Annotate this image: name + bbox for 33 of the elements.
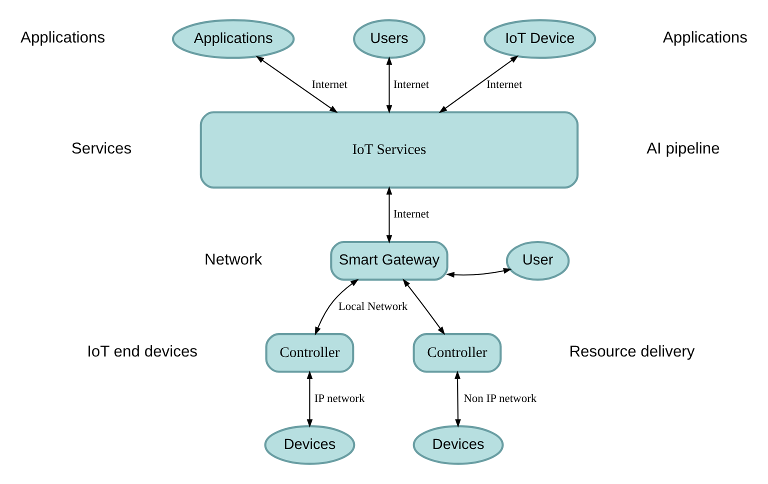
label: Applications [662,30,748,47]
edge-label: Internet [486,78,522,91]
arrow [454,370,461,428]
edge-label: Local Network [338,300,408,313]
arrow [386,56,392,114]
label: Applications [20,30,106,47]
edge-label: Non IP network [464,392,537,405]
node-ellipse: IoT Device [484,19,596,59]
arrow [256,56,338,113]
edge-label: Internet [312,78,348,91]
label: Network [204,251,262,268]
node-ellipse: Applications [172,19,295,59]
edge-label: Internet [393,208,430,221]
node-ellipse: User [506,240,570,281]
node-ellipse: Users [353,19,426,59]
arrow [306,370,313,428]
label: Services [71,140,132,158]
label: AI pipeline [646,140,720,158]
edge-label: Internet [393,78,430,91]
arrow [386,186,392,244]
node-box: Controller [265,333,354,373]
arrow [438,55,519,114]
node-ellipse: Devices [412,425,504,465]
arrow [402,278,446,335]
node-box: Smart Gateway [330,240,448,281]
node-box: IoT Services [200,111,579,189]
label: Resource delivery [569,344,695,361]
node-box: Controller [412,333,502,373]
node-ellipse: Devices [264,425,356,465]
edge-label: IP network [314,392,365,405]
label: IoT end devices [87,344,198,361]
arrow [314,278,359,336]
arrow [446,268,512,278]
